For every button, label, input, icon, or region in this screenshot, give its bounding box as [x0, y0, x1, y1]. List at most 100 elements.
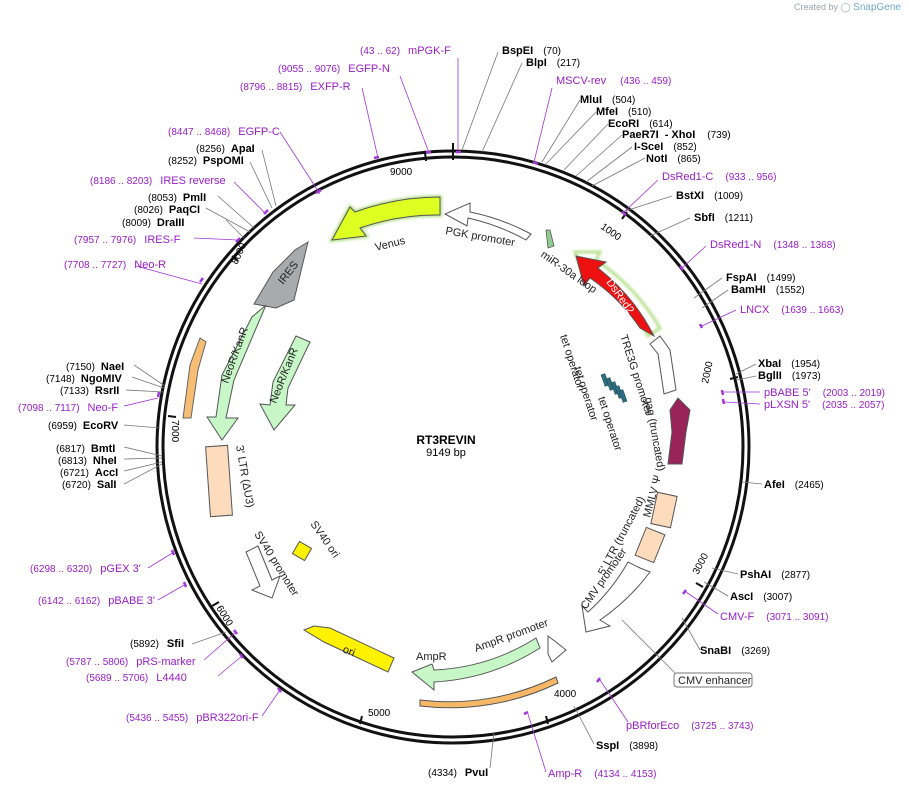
tick-9000	[424, 152, 427, 162]
enzyme-label-bglii: BglII(1973)	[758, 370, 821, 382]
leader-pshai	[711, 567, 739, 575]
primer-range: (2035 .. 2057)	[822, 400, 884, 411]
enzyme-name: PshAI	[740, 569, 771, 581]
primer-labels: (43 .. 62)mPGK-F (9055 .. 9076)EGFP-N (8…	[18, 45, 885, 780]
enzyme-label-mfei: MfeI(510)	[596, 106, 651, 118]
primer-mark	[679, 265, 684, 271]
tet-operator-label: tet operator	[595, 395, 624, 453]
primer-leaders	[123, 58, 761, 773]
enzyme-name: BspEI	[502, 45, 533, 57]
enzyme-label-naei: (7150)NaeI	[66, 361, 124, 373]
leader-snabi	[681, 617, 701, 651]
primer-name: pRS-marker	[136, 656, 196, 668]
leader-plxsn-5	[723, 401, 761, 405]
leader-i-scei	[585, 146, 633, 183]
enzyme-pos: (6721)	[60, 468, 89, 479]
leader-asci	[703, 581, 729, 597]
leader-fspai	[693, 277, 723, 299]
leader-paqci	[205, 207, 251, 233]
enzyme-pos: (1973)	[792, 371, 821, 382]
enzyme-pos: (2877)	[781, 570, 810, 581]
enzyme-name: PaqCI	[169, 204, 200, 216]
enzyme-name: AfeI	[764, 479, 785, 491]
ampr-label: AmpR	[416, 651, 447, 663]
leader-prs-marker	[203, 631, 237, 661]
leader-dsred1-c	[623, 179, 659, 213]
primer-label-egfp-c: (8447 .. 8468)EGFP-C	[168, 126, 280, 138]
enzyme-name: BamHI	[731, 284, 766, 296]
enzyme-name: PvuI	[465, 767, 488, 779]
primer-mark	[523, 710, 529, 716]
primer-range: (6298 .. 6320)	[30, 564, 92, 575]
primer-name: Neo-F	[88, 402, 119, 414]
enzyme-pos: (6813)	[58, 456, 87, 467]
primer-range: (8796 .. 8815)	[240, 82, 302, 93]
primer-label-pbabe-3: (6142 .. 6162) pBABE 3'	[38, 595, 155, 607]
enzyme-label-ecorv: (6959)EcoRV	[48, 420, 119, 432]
primer-label-plxsn-5: pLXSN 5'(2035 .. 2057)	[764, 399, 884, 411]
leader-mscv-rev	[533, 87, 553, 163]
enzyme-name: PmlI	[183, 192, 206, 204]
enzyme-label-rsrii: (7133)RsrII	[60, 385, 119, 397]
leader-pbabe-3	[157, 583, 187, 601]
primer-range: (6142 .. 6162)	[38, 596, 100, 607]
enzyme-label-bmti: (6817)BmtI	[56, 443, 115, 455]
leader-sali	[123, 463, 163, 485]
primer-mark	[532, 160, 539, 166]
enzyme-name: SnaBI	[700, 645, 731, 657]
enzyme-label-sspi: SspI(3898)	[596, 740, 658, 752]
leader-sfii	[191, 631, 227, 645]
leader-noti	[591, 157, 646, 187]
primer-range: (9055 .. 9076)	[278, 64, 340, 75]
enzyme-label-pvui: (4334)PvuI	[428, 767, 488, 779]
enzyme-label-pshai: PshAI (2877)	[740, 569, 810, 581]
enzyme-name: EcoRI	[608, 118, 639, 130]
primer-marks	[156, 150, 726, 716]
mmlv-psi-block	[650, 491, 678, 529]
enzyme-pos: (217)	[557, 58, 580, 69]
enzyme-label-paqci: (8026) PaqCI	[134, 204, 200, 216]
leader-acci	[123, 461, 163, 472]
cmv-enhancer-box	[673, 672, 753, 688]
pgk-promoter-arrow	[443, 202, 532, 241]
enzyme-label-xbai: XbaI(1954)	[758, 358, 820, 370]
leader-pmli	[217, 195, 255, 229]
tick-8000	[231, 255, 239, 262]
leader-ecorv	[123, 424, 161, 429]
enzyme-label-asci: AscI(3007)	[730, 591, 792, 603]
primer-range: (933 .. 956)	[725, 172, 776, 183]
primer-mark	[596, 677, 601, 683]
primer-mark	[721, 398, 726, 405]
primer-name: DsRed1-N	[710, 239, 761, 251]
enzyme-pos: (1954)	[791, 359, 820, 370]
primer-range: (5436 .. 5455)	[126, 713, 188, 724]
primer-name: Neo-R	[134, 259, 166, 271]
primer-range: (7708 .. 7727)	[64, 260, 126, 271]
enzyme-pos: (6720)	[62, 480, 91, 491]
enzyme-pos: (8026)	[134, 205, 163, 216]
tick-4000	[545, 715, 549, 725]
neo-primer-arc	[182, 337, 207, 419]
primer-name: EGFP-N	[348, 63, 390, 75]
primer-range: (5689 .. 5706)	[86, 673, 148, 684]
enzyme-pos: (8256)	[196, 144, 225, 155]
gag-arrow	[667, 397, 691, 465]
leader-mfei	[545, 111, 597, 165]
primer-mark	[621, 211, 627, 216]
enzyme-label-nhei: (6813)NheI	[58, 455, 117, 467]
leader-cmv-enhancer	[621, 619, 677, 675]
leader-l4440	[217, 655, 243, 677]
enzyme-pos: (3269)	[741, 646, 770, 657]
enzyme-label-bstxi: BstXI(1009)	[676, 190, 743, 202]
primer-label-cmv-f: CMV-F(3071 .. 3091)	[720, 611, 829, 623]
enzyme-name: NotI	[646, 153, 667, 165]
enzyme-labels: BspEI(70) BlpI(217) MluI(504) MfeI(510) …	[46, 45, 824, 779]
credit-brand: SnapGene	[853, 2, 901, 13]
primer-mark	[235, 237, 241, 243]
primer-label-l4440: (5689 .. 5706)L4440	[86, 672, 187, 684]
primer-label-egfp-n: (9055 .. 9076) EGFP-N	[278, 63, 390, 75]
primer-name: pBABE 3'	[108, 595, 155, 607]
enzyme-name: BstXI	[676, 190, 704, 202]
tick-label-4000: 4000	[554, 689, 577, 700]
